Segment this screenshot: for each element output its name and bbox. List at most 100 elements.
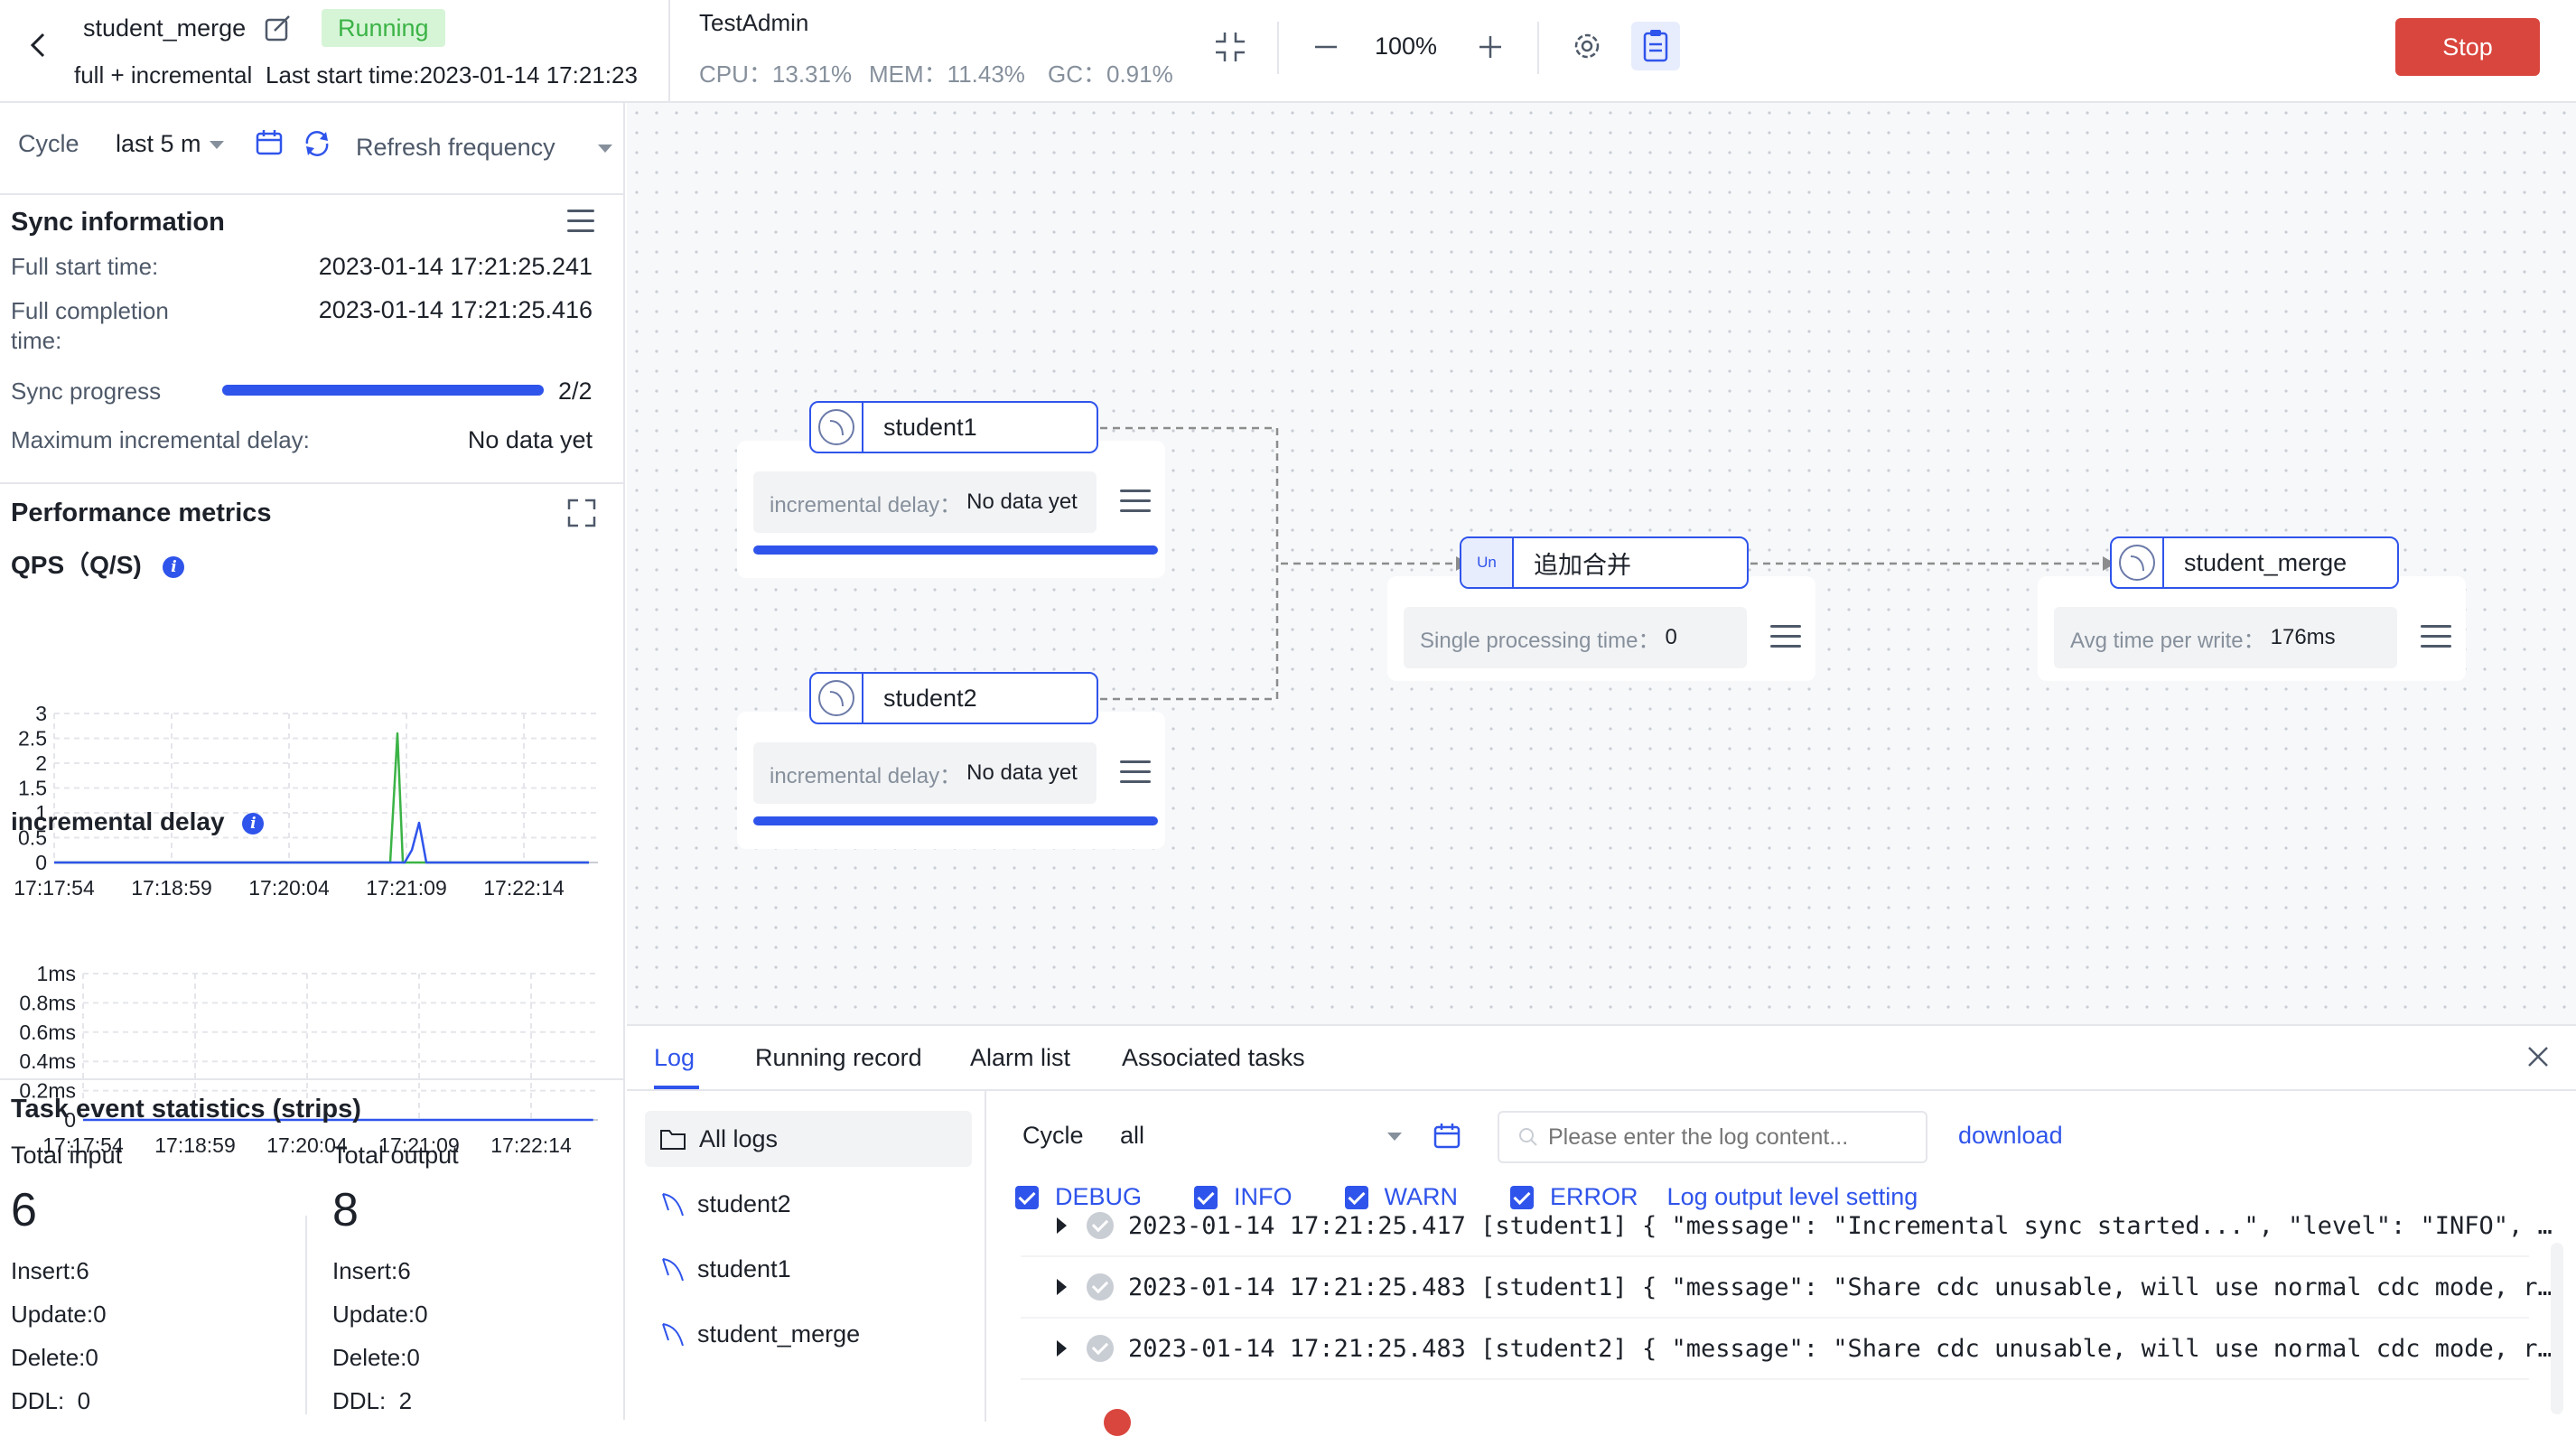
y-tick-label: 0.4ms <box>19 1049 76 1073</box>
full-completion-value: 2023-01-14 17:21:25.416 <box>318 296 593 323</box>
debug-checkbox[interactable] <box>1015 1185 1039 1209</box>
stop-button[interactable]: Stop <box>2395 18 2540 76</box>
node-menu-icon[interactable] <box>1770 625 1801 650</box>
debug-label: DEBUG <box>1055 1183 1143 1210</box>
y-tick-label: 3 <box>35 702 47 725</box>
log-source-student2[interactable]: student2 <box>645 1176 972 1232</box>
qps-title-text: QPS（Q/S) <box>11 551 142 579</box>
node-menu-icon[interactable] <box>1120 490 1151 515</box>
source-node-student1[interactable]: student1 <box>809 401 1098 453</box>
y-tick-label: 0.6ms <box>19 1021 76 1044</box>
output-insert: Insert:6 <box>332 1257 411 1284</box>
sync-info-menu-icon[interactable] <box>567 210 594 235</box>
node-menu-icon[interactable] <box>1120 760 1151 786</box>
source-node-label: student1 <box>883 413 977 441</box>
calendar-icon[interactable] <box>1433 1122 1461 1151</box>
x-tick-label: 17:17:54 <box>42 1133 124 1157</box>
log-panel-toggle[interactable] <box>1631 22 1680 70</box>
x-tick-label: 17:18:59 <box>154 1133 236 1157</box>
close-icon[interactable] <box>2524 1042 2553 1071</box>
delay-title-text: incremental delay <box>11 807 225 835</box>
sync-progress-track <box>222 385 544 396</box>
tab-alarm-list[interactable]: Alarm list <box>970 1044 1071 1071</box>
max-delay-value: No data yet <box>467 426 593 453</box>
warn-checkbox[interactable] <box>1344 1185 1368 1209</box>
expand-icon[interactable] <box>1057 1279 1067 1295</box>
delay-metric-student2: incremental delay：No data yet <box>753 742 1097 804</box>
info-icon[interactable]: i <box>242 812 265 835</box>
agent-name: TestAdmin <box>699 9 809 36</box>
log-list[interactable]: 2023-01-14 17:21:25.417 [student1] { "me… <box>1021 1212 2553 1436</box>
source-node-student2[interactable]: student2 <box>809 672 1098 724</box>
error-checkbox[interactable] <box>1510 1185 1535 1209</box>
fit-view-button[interactable] <box>1212 29 1248 65</box>
source-node-label: student2 <box>883 684 977 712</box>
zoom-level: 100% <box>1375 33 1438 60</box>
merge-node[interactable]: Un 追加合并 <box>1460 536 1749 589</box>
error-label: ERROR <box>1550 1183 1638 1210</box>
target-node-label: student_merge <box>2184 548 2347 576</box>
sync-progress-value: 2/2 <box>558 378 593 405</box>
info-checkbox[interactable] <box>1194 1185 1218 1209</box>
write-time-metric: Avg time per write：176ms <box>2054 607 2397 668</box>
log-line[interactable]: 2023-01-14 17:21:25.483 [student1] { "me… <box>1021 1257 2553 1319</box>
search-icon <box>1519 1128 1537 1146</box>
expand-icon[interactable] <box>565 497 598 529</box>
log-level-setting-link[interactable]: Log output level setting <box>1666 1183 1918 1210</box>
download-link[interactable]: download <box>1958 1122 2063 1149</box>
zoom-out-button[interactable] <box>1308 29 1344 65</box>
refresh-frequency-select[interactable]: Refresh frequency <box>356 134 555 161</box>
target-node[interactable]: student_merge <box>2110 536 2399 589</box>
calendar-icon[interactable] <box>255 128 284 157</box>
info-icon[interactable]: i <box>163 555 185 578</box>
refresh-icon[interactable] <box>302 128 332 159</box>
log-cycle-label: Cycle <box>1022 1122 1084 1149</box>
back-button[interactable] <box>20 27 56 63</box>
log-source-label: All logs <box>699 1124 779 1152</box>
expand-icon[interactable] <box>1057 1217 1067 1234</box>
edit-name-button[interactable] <box>262 13 294 45</box>
delay-metric-student1: incremental delay：No data yet <box>753 471 1097 533</box>
gc-usage: GC：0.91% <box>1048 61 1173 88</box>
status-badge: Running <box>322 9 445 47</box>
chevron-down-icon <box>1387 1133 1402 1141</box>
mysql-db-icon <box>811 674 863 723</box>
full-start-value: 2023-01-14 17:21:25.241 <box>318 253 593 280</box>
clipboard-icon <box>1643 30 1668 62</box>
sync-progress-fill <box>222 385 544 396</box>
output-update: Update:0 <box>332 1301 428 1328</box>
log-level-filters: DEBUG INFO WARN ERROR Log output level s… <box>1015 1183 1918 1211</box>
log-source-all[interactable]: All logs <box>645 1111 972 1167</box>
log-source-student-merge[interactable]: student_merge <box>645 1306 972 1362</box>
node-menu-icon[interactable] <box>2421 625 2451 650</box>
y-tick-label: 1.5 <box>18 777 47 800</box>
delay-title: incremental delay i <box>11 807 265 836</box>
tab-running-record[interactable]: Running record <box>755 1044 922 1071</box>
log-scrollbar[interactable] <box>2551 1243 2563 1414</box>
x-tick-label: 17:20:04 <box>248 876 330 900</box>
log-cycle-select[interactable]: all <box>1120 1114 1409 1160</box>
last-start-time: Last start time:2023-01-14 17:21:23 <box>266 61 638 89</box>
y-tick-label: 0.2ms <box>19 1079 76 1103</box>
log-search-input[interactable] <box>1548 1124 1909 1151</box>
log-source-student1[interactable]: student1 <box>645 1241 972 1297</box>
log-line[interactable]: 2023-01-14 17:21:25.417 [student1] { "me… <box>1021 1196 2553 1257</box>
log-line[interactable]: 2023-01-14 17:21:25.483 [student2] { "me… <box>1021 1319 2553 1380</box>
cycle-select[interactable]: last 5 m <box>116 130 228 163</box>
tab-associated-tasks[interactable]: Associated tasks <box>1122 1044 1305 1071</box>
log-panel: Log Running record Alarm list Associated… <box>627 1024 2576 1436</box>
settings-button[interactable] <box>1568 27 1606 65</box>
expand-icon[interactable] <box>1057 1340 1067 1357</box>
zoom-in-button[interactable] <box>1472 29 1508 65</box>
series-line <box>54 732 589 864</box>
chevron-down-icon <box>598 145 612 153</box>
chevron-left-icon <box>30 33 45 58</box>
log-search-box[interactable] <box>1498 1111 1927 1163</box>
dag-canvas[interactable]: student1 incremental delay：No data yet s… <box>627 103 2576 1024</box>
mysql-icon <box>662 1193 684 1217</box>
tab-log[interactable]: Log <box>654 1044 695 1071</box>
node-progress-bar-student2 <box>753 816 1158 825</box>
y-tick-label: 1 <box>35 801 47 825</box>
sync-info-title: Sync information <box>11 208 225 237</box>
